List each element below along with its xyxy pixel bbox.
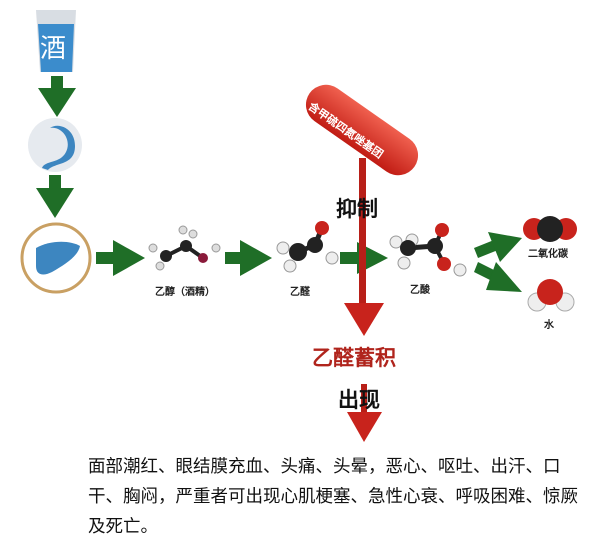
ethanol-molecule-icon — [148, 225, 221, 271]
appear-label: 出现 — [338, 388, 380, 412]
accumulation-label: 乙醛蓄积 — [312, 346, 396, 370]
co2-label: 二氧化碳 — [528, 249, 568, 260]
inhibit-label: 抑制 — [336, 197, 378, 221]
arrow-diagonal-down-icon — [474, 262, 522, 292]
water-label: 水 — [544, 320, 554, 331]
drug-pill-icon — [305, 84, 419, 176]
arrow-diagonal-up-icon — [474, 232, 522, 262]
acetic-acid-label: 乙酸 — [410, 285, 430, 296]
stomach-icon — [28, 118, 82, 172]
acetic-acid-molecule-icon — [389, 223, 467, 277]
glass-label: 酒 — [40, 34, 67, 64]
arrow-down-icon — [36, 175, 74, 218]
water-molecule-icon — [527, 279, 575, 312]
arrow-right-icon — [225, 240, 272, 276]
acetaldehyde-molecule-icon — [276, 221, 339, 273]
arrow-right-icon — [96, 240, 145, 276]
ethanol-label: 乙醇（酒精） — [155, 287, 215, 298]
acetaldehyde-label: 乙醛 — [290, 287, 310, 298]
red-arrow-down-icon — [347, 384, 382, 442]
co2-molecule-icon — [523, 216, 577, 242]
arrow-down-icon — [38, 76, 76, 117]
red-arrow-down-icon — [344, 158, 384, 336]
liver-icon — [20, 222, 92, 294]
wine-glass-icon — [36, 10, 76, 72]
symptoms-text: 面部潮红、眼结膜充血、头痛、头晕，恶心、呕吐、出汗、口干、胸闷，严重者可出现心肌… — [88, 457, 578, 537]
